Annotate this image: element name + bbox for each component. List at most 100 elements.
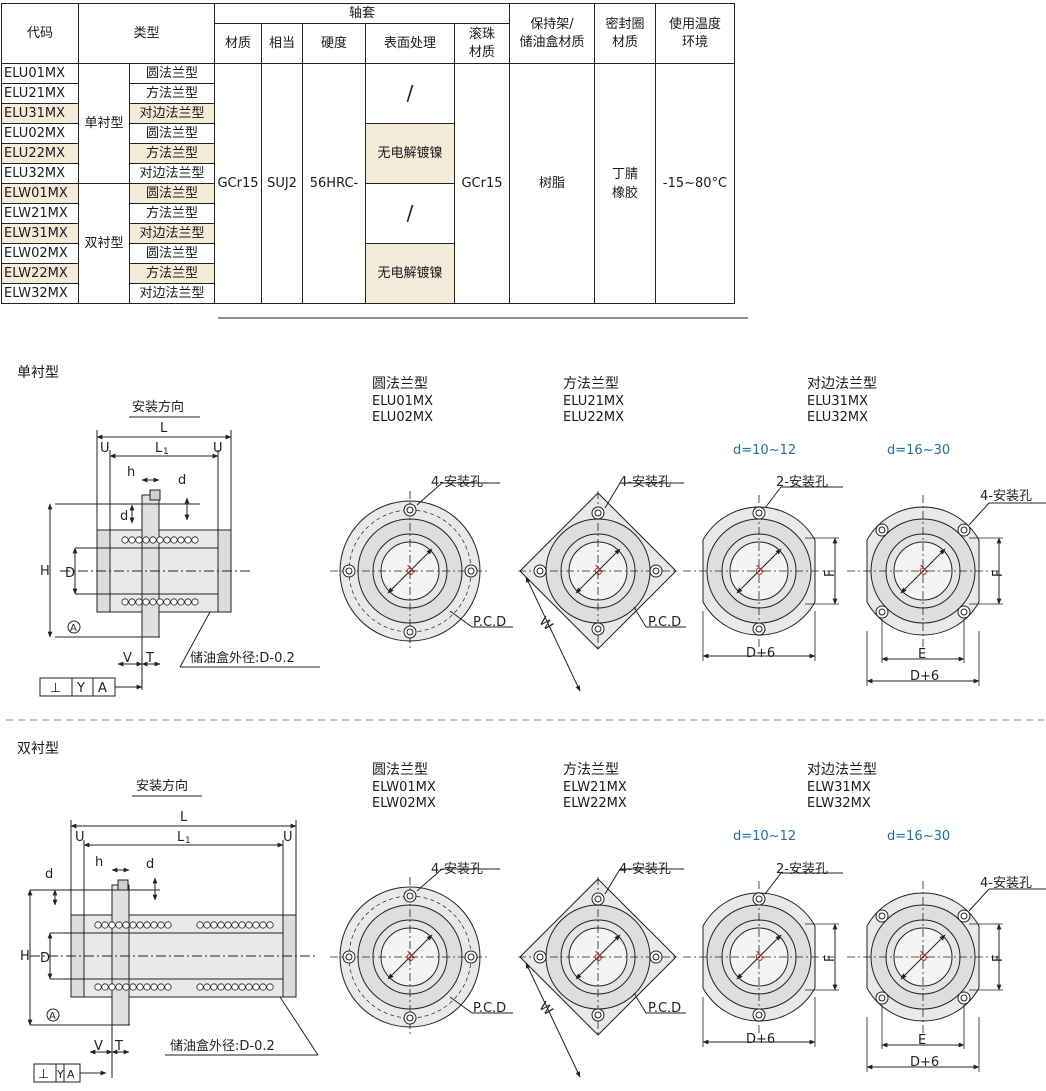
double-cut-title: 对边法兰型	[807, 762, 877, 778]
code-cell: ELW21MX	[1, 203, 79, 224]
header-seal: 密封圈 材质	[594, 3, 656, 64]
ball	[115, 921, 123, 929]
flange-cell: 方法兰型	[129, 143, 215, 164]
mount-hole-inner	[345, 953, 353, 961]
double-install-direction: 安装方向	[136, 778, 188, 794]
ball	[184, 598, 192, 606]
front-view-labels: 4-安装孔 P.C.D 4-安装孔 P.C.D W 2-安装孔 F D+6 4-…	[431, 475, 1032, 1070]
mount-hole	[875, 605, 889, 619]
mount-hole-inner	[467, 953, 475, 961]
single-round-model-2: ELU02MX	[372, 410, 433, 425]
dim-W: W	[536, 614, 556, 634]
mount-hole-inner	[594, 509, 602, 517]
single-oil-box: 储油盒外径:D-0.2	[190, 650, 295, 666]
code-cell: ELU02MX	[1, 123, 79, 144]
single-range-small: d=10~12	[733, 443, 797, 458]
ball	[238, 983, 246, 991]
dim-D6: D+6	[746, 1032, 775, 1047]
group-double: 双衬型	[78, 183, 130, 304]
leader	[416, 482, 443, 506]
ball	[259, 983, 267, 991]
ball	[142, 598, 150, 606]
dim-U: U	[75, 830, 85, 845]
mount-hole	[875, 991, 889, 1005]
ball	[252, 983, 260, 991]
code-cell: ELW01MX	[1, 183, 79, 204]
datum-A-ref: A	[67, 1068, 75, 1081]
mount-hole-inner	[878, 608, 886, 616]
double-side-view	[30, 879, 315, 1026]
mount-hole	[591, 1008, 605, 1022]
flange-cell: 方法兰型	[129, 203, 215, 224]
single-cut-model-1: ELU31MX	[807, 394, 868, 409]
single-install-direction: 安装方向	[132, 399, 184, 415]
leader	[604, 868, 621, 895]
ball	[149, 598, 157, 606]
ball	[108, 983, 116, 991]
ball	[143, 983, 151, 991]
mount-hole-inner	[406, 892, 414, 900]
hole-label: 4-安装孔	[619, 862, 671, 877]
dim-h: h	[127, 465, 135, 480]
mount-hole	[403, 625, 417, 639]
ball	[108, 921, 116, 929]
pcd-label: P.C.D	[648, 615, 681, 630]
mount-hole	[752, 1008, 766, 1022]
mount-hole	[752, 622, 766, 636]
material-value: GCr15	[214, 63, 262, 304]
double-dimensions	[27, 795, 319, 1083]
dim-D6: D+6	[746, 646, 775, 661]
dim-U: U	[283, 830, 293, 845]
pcd-label: P.C.D	[473, 1001, 506, 1016]
hole-label: 4-安装孔	[980, 876, 1032, 891]
ball	[170, 598, 178, 606]
dim-d1: d	[45, 867, 53, 882]
dim-U: U	[213, 441, 223, 456]
ball	[135, 598, 143, 606]
mount-hole-inner	[755, 895, 763, 903]
single-cut-model-2: ELU32MX	[807, 410, 868, 425]
hole-label: 4-安装孔	[431, 862, 483, 877]
ball	[196, 983, 204, 991]
mount-hole-inner	[345, 567, 353, 575]
equiv-value: SUJ2	[261, 63, 303, 304]
code-cell: ELW22MX	[1, 263, 79, 284]
header-ball: 滚珠 材质	[454, 23, 510, 64]
mount-hole	[342, 564, 356, 578]
ball	[217, 921, 225, 929]
cut-flange-view: d	[683, 872, 843, 1047]
dim-h: h	[95, 855, 103, 870]
mount-hole-inner	[960, 526, 968, 534]
ball-value: GCr15	[454, 63, 510, 304]
header-material: 材质	[214, 23, 262, 64]
mount-hole	[464, 950, 478, 964]
ball	[121, 598, 129, 606]
dim-D6: D+6	[910, 1055, 939, 1070]
mount-hole-inner	[594, 895, 602, 903]
dim-V: V	[94, 1039, 103, 1054]
ball	[163, 536, 171, 544]
ball	[142, 536, 150, 544]
ball	[115, 983, 123, 991]
flange-cell: 对边法兰型	[129, 223, 215, 244]
mount-hole	[464, 564, 478, 578]
ball	[177, 598, 185, 606]
square-flange-view: d	[518, 868, 686, 1078]
double-ball-row	[94, 921, 274, 991]
header-code: 代码	[1, 3, 79, 64]
ball	[191, 536, 199, 544]
mount-hole-inner	[652, 567, 660, 575]
dim-d2: d	[146, 857, 154, 872]
round-flange-view: d	[330, 868, 513, 1037]
dim-E: E	[918, 647, 926, 662]
ball	[135, 536, 143, 544]
header-equiv: 相当	[261, 23, 303, 64]
single-round-model-1: ELU01MX	[372, 394, 433, 409]
ball	[210, 983, 218, 991]
ball	[238, 921, 246, 929]
ball	[266, 983, 274, 991]
single-cut-title: 对边法兰型	[807, 376, 877, 392]
mount-hole-inner	[652, 953, 660, 961]
datum-A-ref: A	[98, 681, 107, 696]
single-square-model-2: ELU22MX	[563, 410, 624, 425]
